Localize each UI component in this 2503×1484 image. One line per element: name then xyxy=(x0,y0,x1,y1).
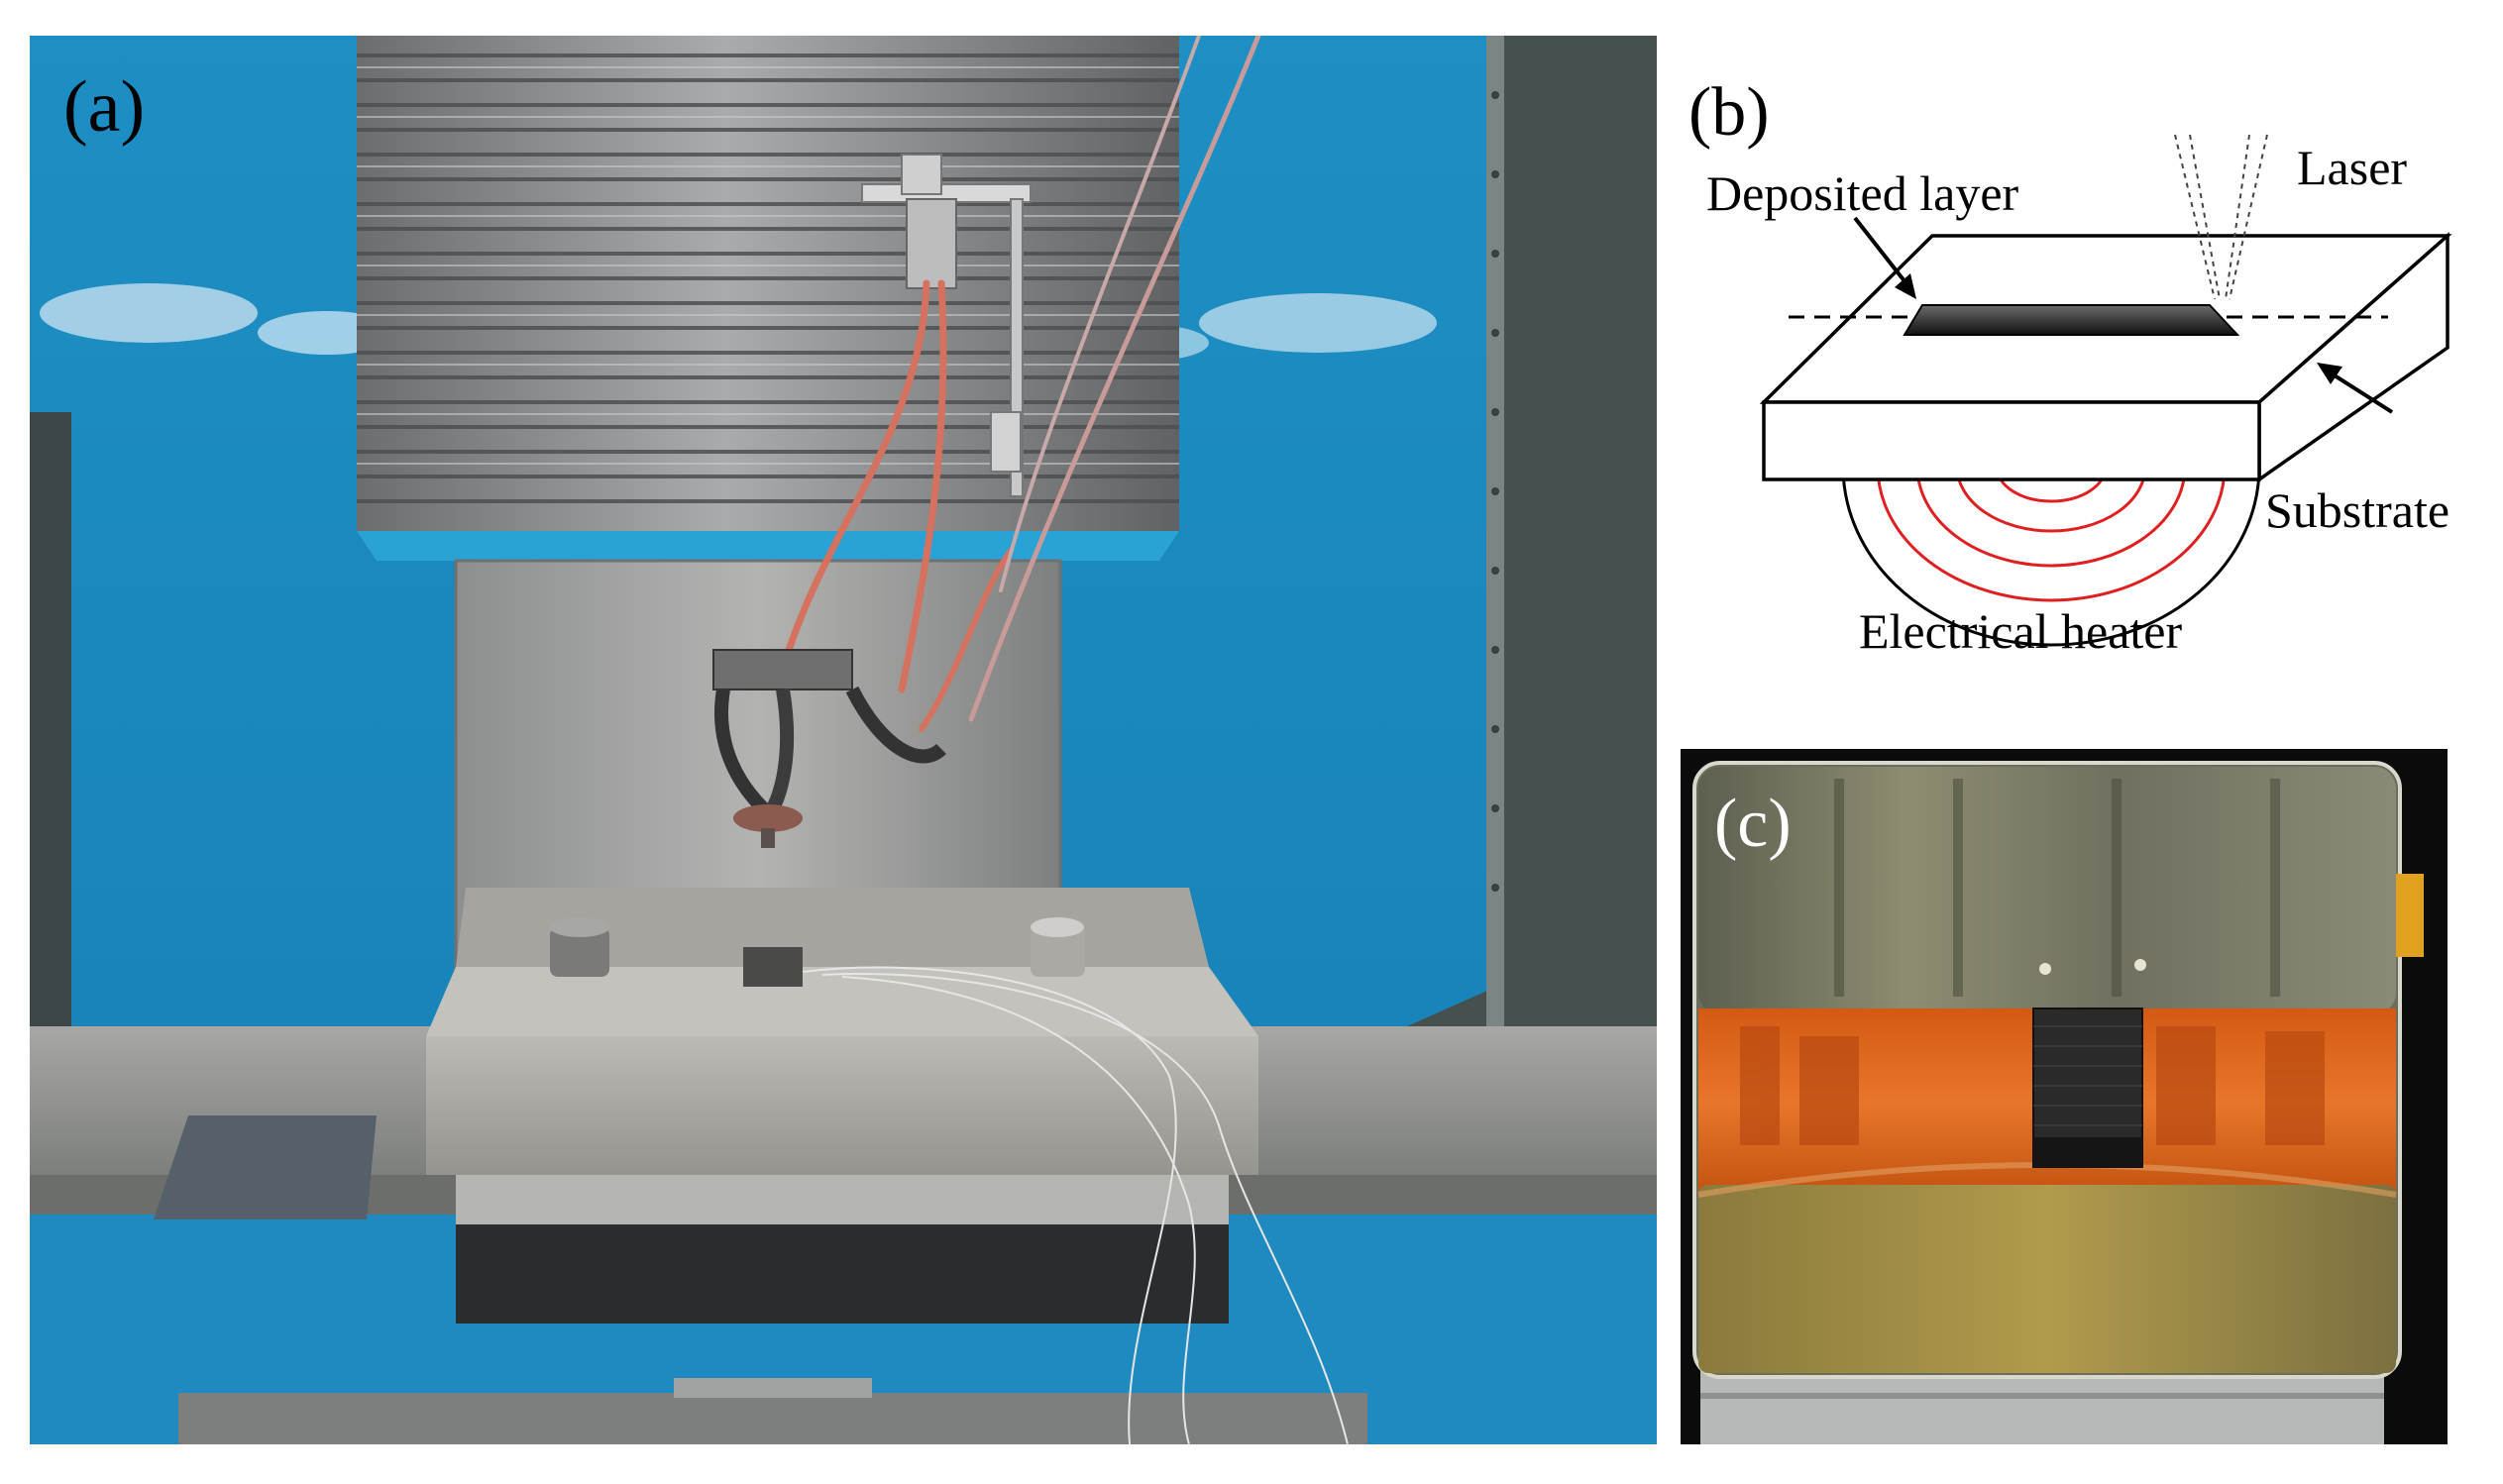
panel-b-schematic: Deposited layer Laser Substrate Electric… xyxy=(1675,36,2503,719)
deposited-layer-arrow xyxy=(1853,216,1914,293)
panel-c-photo: (c) xyxy=(1681,749,2448,1444)
svg-text:Substrate: Substrate xyxy=(2265,482,2449,538)
substrate-block xyxy=(1759,232,2452,483)
label-substrate: Substrate xyxy=(2265,482,2449,538)
panel-a-photo: (a) xyxy=(30,36,1657,1444)
panel-label-c: (c) xyxy=(1714,786,1792,862)
machine-photo-illustration xyxy=(30,36,1657,1444)
label-laser: Laser xyxy=(2297,140,2407,195)
deposited-block xyxy=(2032,1007,2143,1168)
svg-text:Laser: Laser xyxy=(2297,140,2407,195)
svg-text:Electrical heater: Electrical heater xyxy=(1859,603,2182,659)
label-deposited-layer: Deposited layer xyxy=(1706,165,2019,221)
heater-outline xyxy=(1841,466,2261,647)
substrate-photo-illustration xyxy=(1681,749,2448,1444)
laser-beam xyxy=(2174,134,2268,300)
panel-label-b: (b) xyxy=(1688,74,1770,151)
panel-label-a: (a) xyxy=(63,66,146,148)
schematic-diagram: Deposited layer Laser Substrate Electric… xyxy=(1706,134,2452,659)
label-electrical-heater: Electrical heater xyxy=(1859,603,2182,659)
heater-coils xyxy=(1876,466,2227,602)
svg-text:Deposited layer: Deposited layer xyxy=(1706,165,2019,221)
deposition-head xyxy=(712,649,946,848)
substrate-arrow xyxy=(2325,369,2394,414)
deposited-layer xyxy=(1903,304,2240,336)
